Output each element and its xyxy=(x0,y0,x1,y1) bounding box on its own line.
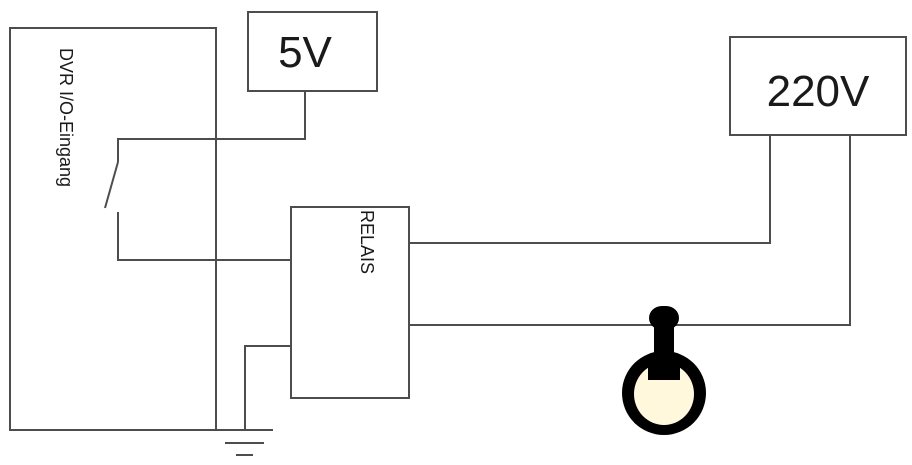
dvr-io-label: DVR I/O-Eingang xyxy=(56,48,76,187)
relay-label: RELAIS xyxy=(357,210,377,274)
wire-5v-to-switch xyxy=(117,91,306,162)
wire-relay-to-220v xyxy=(409,135,771,244)
supply-220v-box xyxy=(729,36,907,136)
supply-5v-label: 5V xyxy=(278,28,332,77)
dvr-io-box xyxy=(9,27,217,431)
wire-relay-to-ground xyxy=(244,345,291,430)
supply-220v-label: 220V xyxy=(767,67,870,116)
wire-switch-to-relay xyxy=(117,212,291,261)
supply-5v-box xyxy=(247,11,378,92)
switch-icon xyxy=(104,161,119,209)
wire-relay-to-lamp xyxy=(409,135,851,326)
ground-icon xyxy=(216,429,273,456)
light-bulb-icon xyxy=(622,306,706,435)
relay-box xyxy=(290,206,410,399)
